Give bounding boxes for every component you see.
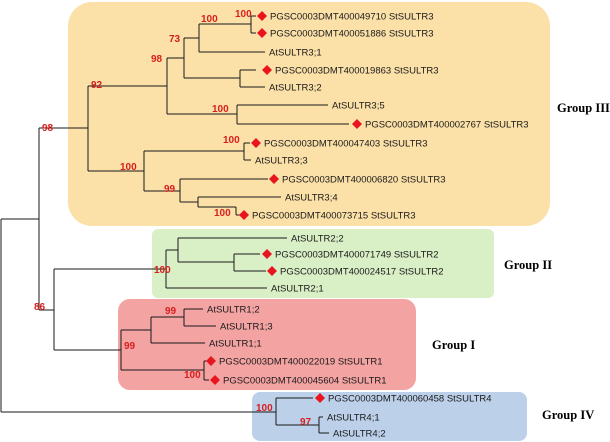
bootstrap-value: 86: [34, 302, 46, 313]
bootstrap-value: 97: [300, 417, 312, 428]
leaf-label: PGSC0003DMT400047403 StSULTR3: [264, 139, 428, 150]
bootstrap-value: 100: [223, 135, 240, 146]
bootstrap-value: 100: [212, 104, 229, 115]
leaf-marker: [315, 393, 325, 403]
leaf-label: AtSULTR3;5: [332, 101, 385, 112]
bootstrap-value: 98: [42, 123, 54, 134]
leaf-marker: [262, 65, 272, 75]
bootstrap-value: 100: [201, 14, 218, 25]
group-iii-label: Group III: [557, 101, 610, 115]
bootstrap-value: 100: [235, 9, 252, 20]
leaf-label: AtSULTR2;2: [291, 234, 344, 245]
group-iv-label: Group IV: [542, 408, 594, 422]
group-iii-box: [68, 2, 550, 226]
bootstrap-value: 100: [256, 403, 273, 414]
bootstrap-value: 100: [120, 162, 137, 173]
group-iv-box: [252, 392, 527, 441]
leaf-labels: PGSC0003DMT400049710 StSULTR3 PGSC0003DM…: [207, 12, 529, 440]
bootstrap-value: 73: [169, 34, 181, 45]
leaf-marker: [257, 28, 267, 38]
group-i-label: Group I: [432, 338, 475, 352]
leaf-marker: [269, 174, 279, 184]
leaf-marker: [251, 138, 261, 148]
tree-branches: [0, 15, 349, 434]
bootstrap-value: 98: [151, 54, 163, 65]
bootstrap-value: 100: [154, 265, 171, 276]
leaf-label: AtSULTR4;2: [333, 429, 386, 440]
leaf-marker: [267, 266, 277, 276]
leaf-label: AtSULTR1;1: [209, 339, 262, 350]
leaf-label: PGSC0003DMT400024517 StSULTR2: [280, 267, 444, 278]
bootstrap-values: 100 100 73 98 92 100 100 98 100 99 100 1…: [34, 9, 312, 428]
leaf-marker: [257, 11, 267, 21]
leaf-markers: [206, 11, 362, 403]
leaf-marker: [210, 375, 220, 385]
leaf-marker: [206, 356, 216, 366]
bootstrap-value: 100: [184, 370, 201, 381]
leaf-label: PGSC0003DMT400022019 StSULTR1: [219, 357, 383, 368]
leaf-label: PGSC0003DMT400045604 StSULTR1: [223, 376, 387, 387]
leaf-label: PGSC0003DMT400049710 StSULTR3: [270, 12, 434, 23]
leaf-label: AtSULTR2;1: [271, 284, 324, 295]
bootstrap-value: 99: [124, 341, 136, 352]
leaf-label: PGSC0003DMT400060458 StSULTR4: [328, 394, 492, 405]
leaf-marker: [239, 210, 249, 220]
leaf-label: PGSC0003DMT400002767 StSULTR3: [365, 120, 529, 131]
leaf-label: AtSULTR1;2: [207, 305, 260, 316]
leaf-marker: [352, 119, 362, 129]
leaf-label: PGSC0003DMT400073715 StSULTR3: [252, 211, 416, 222]
leaf-label: AtSULTR3;2: [269, 83, 322, 94]
bootstrap-value: 99: [164, 184, 176, 195]
leaf-label: PGSC0003DMT400051886 StSULTR3: [270, 29, 434, 40]
leaf-label: AtSULTR4;1: [327, 413, 380, 424]
group-labels: Group III Group II Group I Group IV: [432, 101, 610, 422]
leaf-label: PGSC0003DMT400019863 StSULTR3: [275, 66, 439, 77]
bootstrap-value: 99: [165, 306, 177, 317]
leaf-label: AtSULTR3;3: [255, 156, 308, 167]
group-i-box: [118, 299, 416, 390]
bootstrap-value: 92: [91, 80, 103, 91]
group-ii-box: [152, 229, 494, 298]
leaf-label: PGSC0003DMT400071749 StSULTR2: [275, 250, 439, 261]
group-ii-label: Group II: [504, 258, 552, 272]
bootstrap-value: 100: [214, 208, 231, 219]
leaf-label: PGSC0003DMT400006820 StSULTR3: [282, 175, 446, 186]
leaf-marker: [262, 249, 272, 259]
leaf-label: AtSULTR3;1: [269, 48, 322, 59]
leaf-label: AtSULTR3;4: [285, 193, 338, 204]
leaf-label: AtSULTR1;3: [220, 322, 273, 333]
